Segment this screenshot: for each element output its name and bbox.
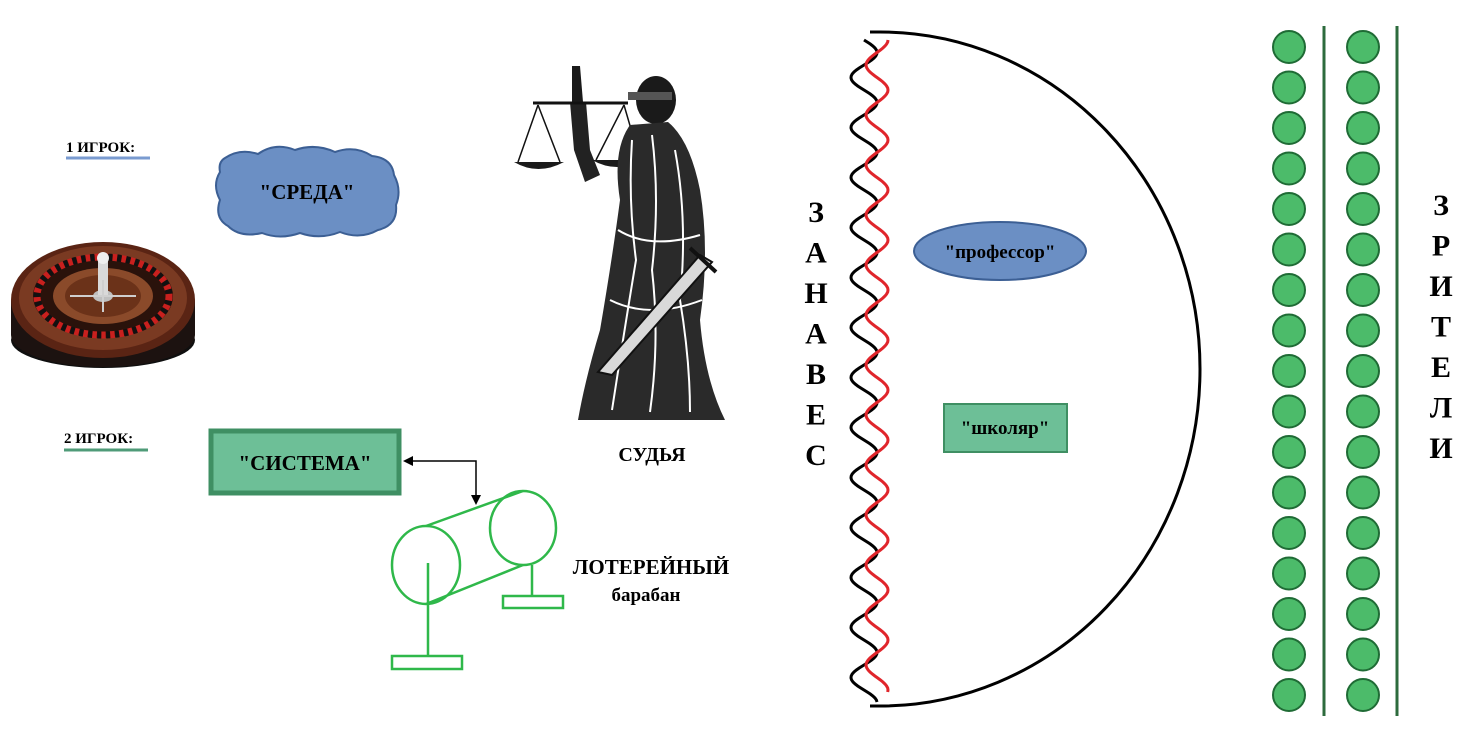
seat-icon: [1272, 354, 1306, 388]
audience-letter: Р: [1432, 230, 1450, 263]
arrow-head-left-icon: [403, 456, 413, 466]
seat-icon: [1346, 111, 1380, 145]
seat-icon: [1272, 313, 1306, 348]
audience-seats: [1272, 30, 1380, 712]
seat-icon: [1346, 232, 1380, 267]
player1-label: 1 ИГРОК:: [66, 140, 135, 156]
seat-icon: [1346, 70, 1380, 105]
player2-label: 2 ИГРОК:: [64, 431, 133, 447]
seat-icon: [1272, 192, 1306, 226]
seat-icon: [1272, 232, 1306, 267]
roulette-wheel-icon: [11, 242, 195, 368]
seat-icon: [1346, 556, 1380, 591]
system-label: "СИСТЕМА": [239, 451, 372, 475]
curtain-letter: Н: [804, 277, 827, 310]
environment-label: "СРЕДА": [260, 180, 355, 204]
scholar-box: [943, 403, 1068, 453]
seat-icon: [1272, 637, 1306, 672]
lady-justice-icon: [514, 66, 725, 420]
seat-icon: [1272, 394, 1306, 429]
arrow-head-down-icon: [471, 495, 481, 505]
scholar-label: "школяр": [961, 418, 1050, 439]
seat-icon: [1272, 273, 1306, 307]
seat-icon: [1346, 30, 1380, 64]
seat-icon: [1272, 435, 1306, 469]
curtain-red-wave: [864, 39, 890, 693]
curtain-letter: А: [805, 237, 827, 270]
seat-icon: [1272, 678, 1306, 712]
curtain-letter: С: [805, 439, 827, 472]
professor-ellipse: [913, 221, 1087, 281]
seat-icon: [1272, 30, 1306, 64]
curtain-letter: В: [806, 358, 826, 391]
curtain-letter: А: [805, 318, 827, 351]
seat-icon: [1346, 516, 1380, 550]
system-box: [208, 428, 402, 496]
lottery-title: ЛОТЕРЕЙНЫЙ: [573, 555, 729, 579]
curtain-black-wave: [849, 38, 879, 703]
seat-icon: [1346, 435, 1380, 469]
judge-label: СУДЬЯ: [618, 444, 686, 466]
stage-boundary: [870, 30, 1202, 708]
seat-icon: [1346, 273, 1380, 307]
seat-icon: [1346, 394, 1380, 429]
seat-icon: [1272, 70, 1306, 105]
seat-icon: [1272, 556, 1306, 591]
audience-letter: И: [1429, 432, 1452, 465]
audience-letter: З: [1433, 189, 1449, 222]
seat-icon: [1346, 637, 1380, 672]
seat-icon: [1272, 597, 1306, 631]
lottery-subtitle: барабан: [611, 585, 680, 606]
curtain-letter: З: [808, 196, 824, 229]
curtain-letter: Е: [806, 399, 826, 432]
seat-icon: [1346, 151, 1380, 186]
system-drum-connector: [412, 460, 477, 496]
seat-icon: [1272, 111, 1306, 145]
audience-letter: Л: [1430, 392, 1452, 425]
seat-icon: [1346, 313, 1380, 348]
seat-icon: [1272, 151, 1306, 186]
seat-icon: [1346, 597, 1380, 631]
seat-icon: [1272, 475, 1306, 510]
seat-icon: [1346, 475, 1380, 510]
professor-label: "профессор": [945, 242, 1056, 263]
seat-icon: [1346, 192, 1380, 226]
audience-letter: Т: [1431, 311, 1451, 344]
seat-icon: [1272, 516, 1306, 550]
lottery-drum-icon: [390, 489, 565, 671]
audience-letter: Е: [1431, 351, 1451, 384]
seat-icon: [1346, 678, 1380, 712]
environment-cloud: [215, 145, 400, 238]
audience-letter: И: [1429, 270, 1452, 303]
seat-icon: [1346, 354, 1380, 388]
